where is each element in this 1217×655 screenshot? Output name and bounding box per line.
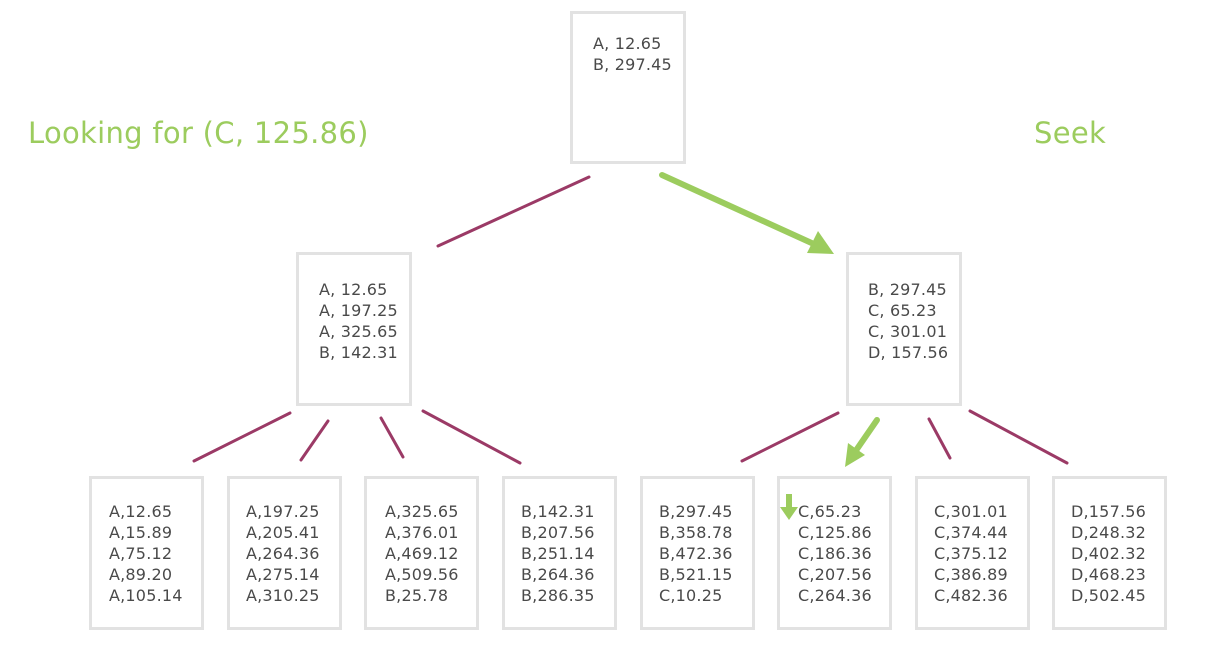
intermediate-node-entry: B, 142.31 — [319, 343, 398, 362]
leaf-entry: C,264.36 — [798, 586, 872, 605]
leaf-node-6: C,65.23 C,125.86 C,186.36 C,207.56 C,264… — [777, 476, 892, 630]
leaf-node-5: B,297.45 B,358.78 B,472.36 B,521.15 C,10… — [640, 476, 755, 630]
leaf-entry: C,301.01 — [934, 502, 1008, 521]
leaf-entry: C,375.12 — [934, 544, 1008, 563]
leaf-entry: B,521.15 — [659, 565, 733, 584]
leaf-node-7: C,301.01 C,374.44 C,375.12 C,386.89 C,48… — [915, 476, 1030, 630]
leaf-entry: C,482.36 — [934, 586, 1008, 605]
root-node: A, 12.65 B, 297.45 — [570, 11, 686, 164]
edge-left-to-leaf-4 — [421, 409, 522, 465]
edge-right-to-leaf-8 — [968, 409, 1069, 465]
leaf-entry: A,197.25 — [246, 502, 320, 521]
leaf-entry: B,286.35 — [521, 586, 595, 605]
edge-left-to-leaf-1 — [192, 411, 292, 463]
leaf-entry: C,207.56 — [798, 565, 872, 584]
leaf-entry: A,12.65 — [109, 502, 173, 521]
leaf-entry: A,376.01 — [385, 523, 459, 542]
leaf-entry: A,205.41 — [246, 523, 320, 542]
leaf-entry: B,358.78 — [659, 523, 733, 542]
edge-left-to-leaf-3 — [379, 416, 405, 459]
leaf-node-2: A,197.25 A,205.41 A,264.36 A,275.14 A,31… — [227, 476, 342, 630]
leaf-entry: A,509.56 — [385, 565, 459, 584]
intermediate-node-entry: B, 297.45 — [868, 280, 947, 299]
intermediate-node-entry: A, 197.25 — [319, 301, 398, 320]
leaf-entry: C,10.25 — [659, 586, 723, 605]
seek-path-arrows — [659, 172, 880, 467]
leaf-entry: D,157.56 — [1071, 502, 1146, 521]
leaf-node-8: D,157.56 D,248.32 D,402.32 D,468.23 D,50… — [1052, 476, 1167, 630]
leaf-entry: B,251.14 — [521, 544, 595, 563]
leaf-entry: A,325.65 — [385, 502, 459, 521]
leaf-node-4: B,142.31 B,207.56 B,251.14 B,264.36 B,28… — [502, 476, 617, 630]
leaf-entry: C,386.89 — [934, 565, 1008, 584]
leaf-entry: C,125.86 — [798, 523, 872, 542]
leaf-entry: A,275.14 — [246, 565, 320, 584]
search-target-heading: Looking for (C, 125.86) — [28, 116, 369, 150]
seek-arrow-root-to-right-shaft — [659, 172, 819, 248]
edge-right-to-leaf-7 — [927, 417, 952, 460]
root-node-entry: B, 297.45 — [593, 55, 672, 74]
leaf-entry: A,264.36 — [246, 544, 320, 563]
intermediate-node-entry: D, 157.56 — [868, 343, 949, 362]
leaf-node-3: A,325.65 A,376.01 A,469.12 A,509.56 B,25… — [364, 476, 479, 630]
leaf-entry: D,248.32 — [1071, 523, 1146, 542]
leaf-node-1: A,12.65 A,15.89 A,75.12 A,89.20 A,105.14 — [89, 476, 204, 630]
leaf-entry: D,502.45 — [1071, 586, 1146, 605]
edge-left-to-leaf-2 — [299, 419, 330, 462]
seek-arrow-root-to-right-head — [807, 231, 834, 254]
leaf-entry: A,75.12 — [109, 544, 173, 563]
intermediate-node-entry: A, 325.65 — [319, 322, 398, 341]
leaf-entry: A,310.25 — [246, 586, 320, 605]
intermediate-node-entry: A, 12.65 — [319, 280, 388, 299]
leaf-entry: D,468.23 — [1071, 565, 1146, 584]
leaf-entry: C,65.23 — [798, 502, 862, 521]
leaf-entry: B,472.36 — [659, 544, 733, 563]
leaf-entry: B,207.56 — [521, 523, 595, 542]
seek-arrow-right-to-leaf-shaft — [854, 417, 880, 452]
leaf-entry: D,402.32 — [1071, 544, 1146, 563]
leaf-entry: B,264.36 — [521, 565, 595, 584]
root-node-entry: A, 12.65 — [593, 34, 662, 53]
intermediate-node-entry: C, 65.23 — [868, 301, 937, 320]
intermediate-node-left: A, 12.65 A, 197.25 A, 325.65 B, 142.31 — [296, 252, 412, 406]
edge-right-to-leaf-5 — [740, 411, 840, 463]
intermediate-node-entry: C, 301.01 — [868, 322, 948, 341]
leaf-entry: B,297.45 — [659, 502, 733, 521]
operation-heading: Seek — [1034, 116, 1107, 150]
intermediate-node-right: B, 297.45 C, 65.23 C, 301.01 D, 157.56 — [846, 252, 962, 406]
leaf-entry: A,15.89 — [109, 523, 173, 542]
leaf-entry: B,25.78 — [385, 586, 449, 605]
leaf-entry: A,89.20 — [109, 565, 173, 584]
edge-root-to-left-node — [436, 175, 591, 248]
leaf-entry: B,142.31 — [521, 502, 595, 521]
leaf-entry: A,105.14 — [109, 586, 183, 605]
leaf-entry: C,374.44 — [934, 523, 1008, 542]
leaf-entry: C,186.36 — [798, 544, 872, 563]
leaf-scan-pointer-icon — [780, 494, 798, 520]
leaf-entry: A,469.12 — [385, 544, 459, 563]
seek-arrow-right-to-leaf-head — [845, 443, 865, 467]
